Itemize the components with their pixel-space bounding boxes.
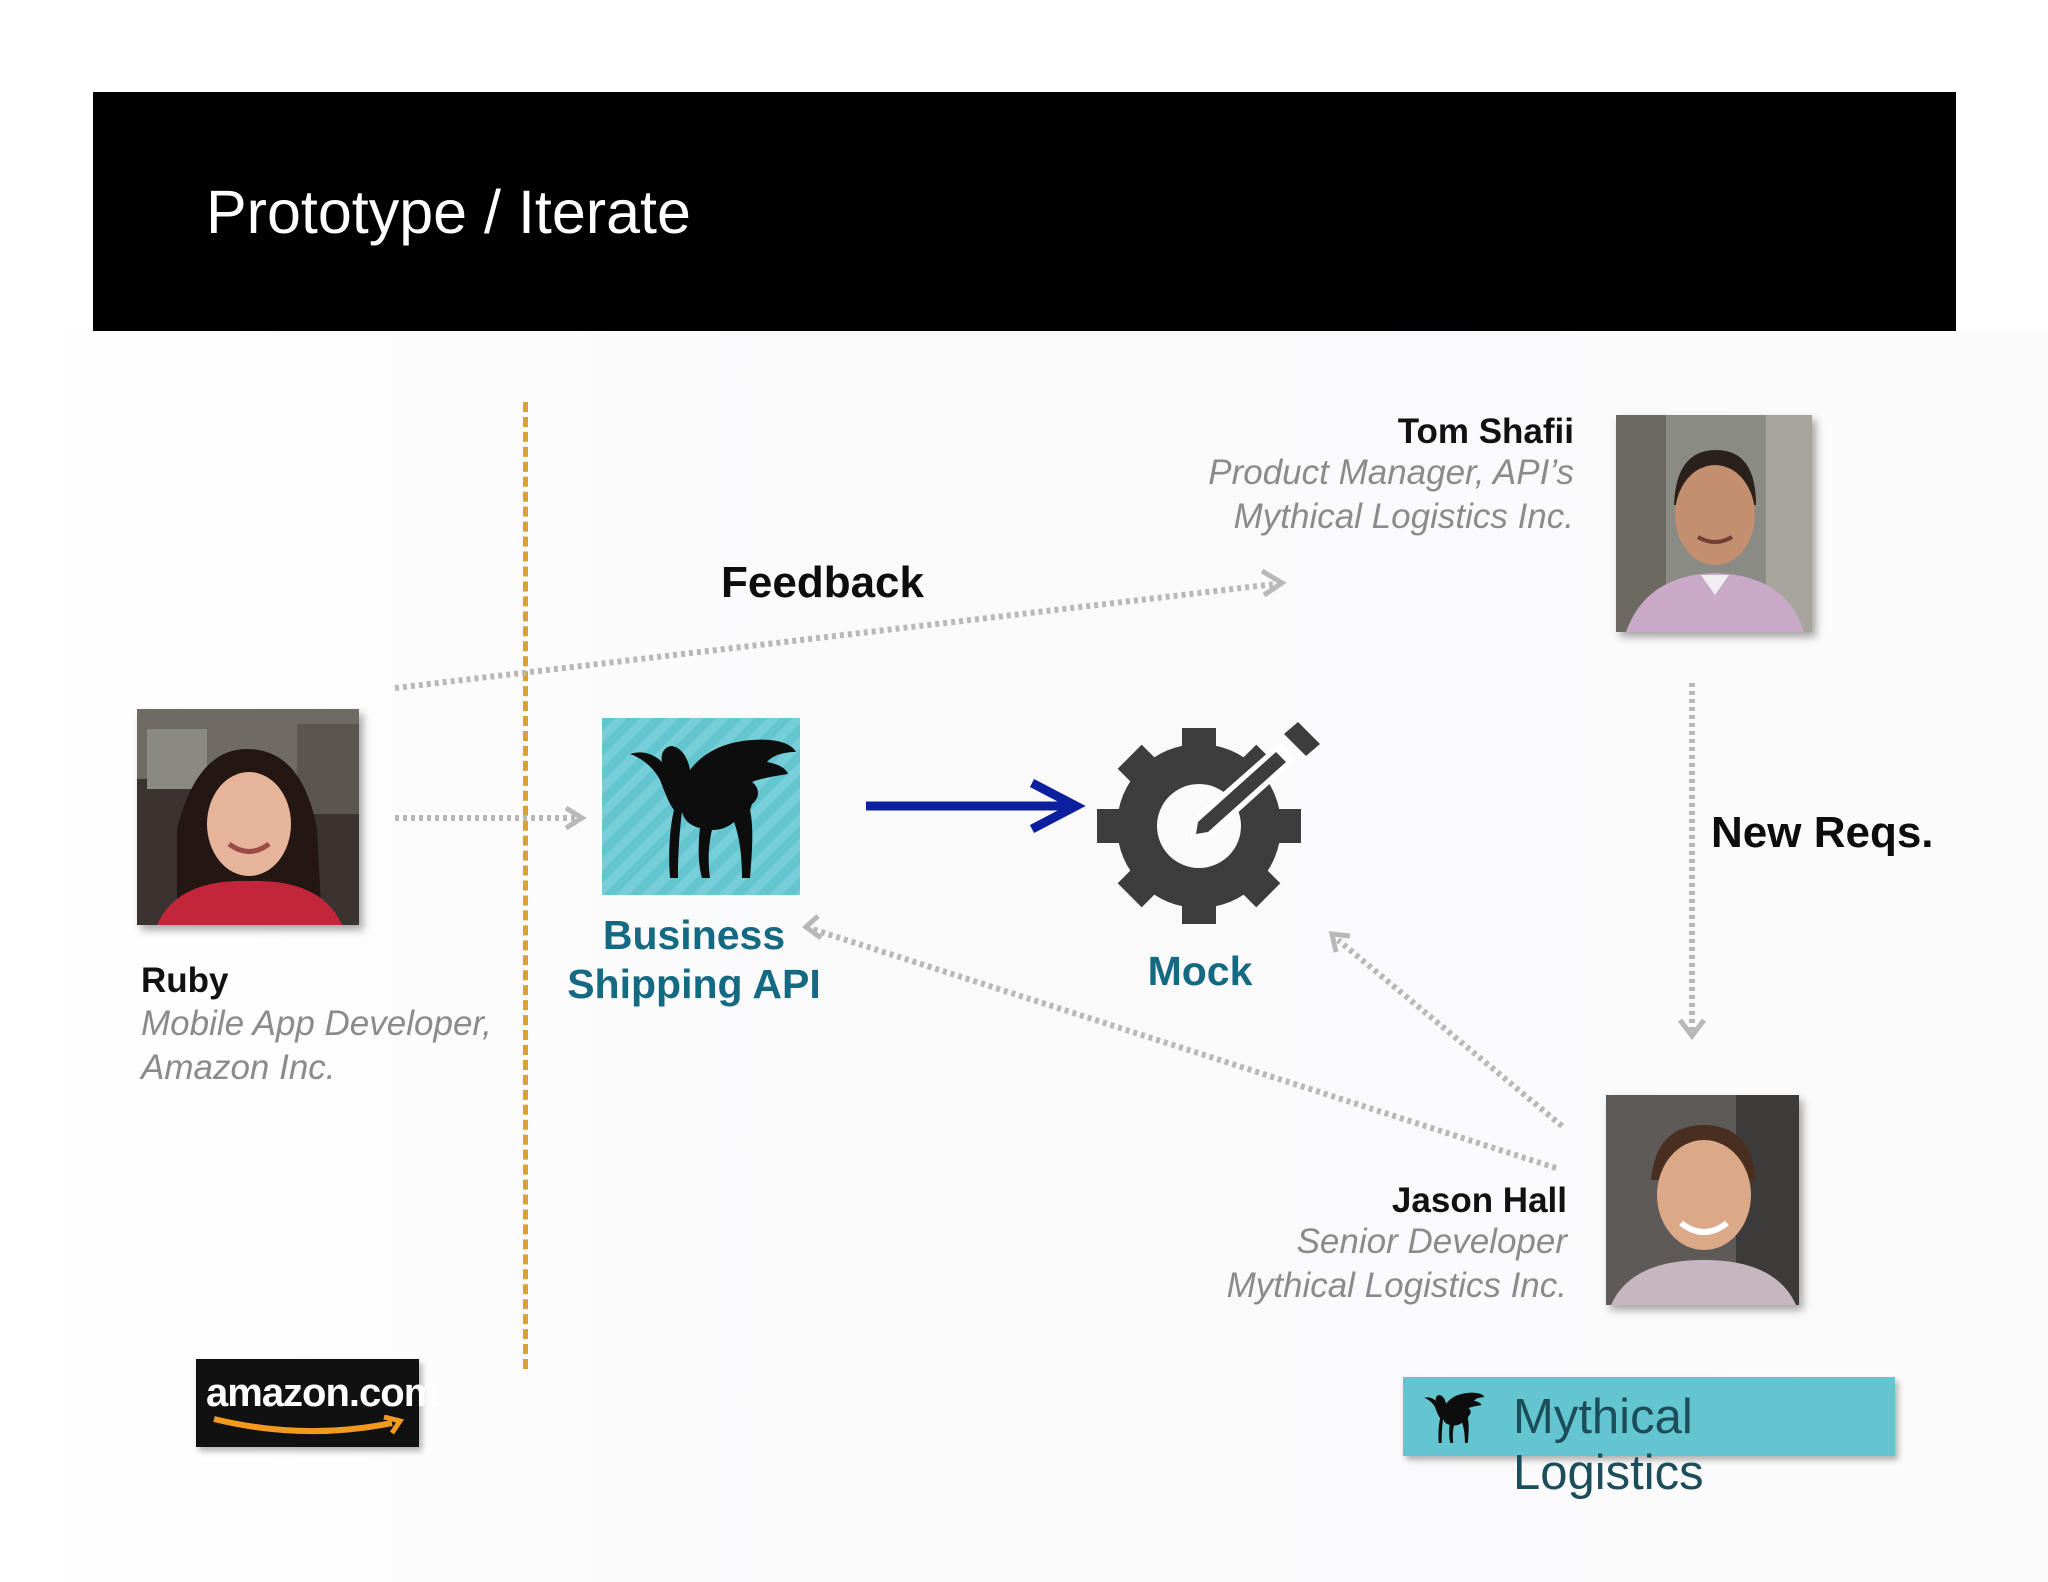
jason-to-api-arrowhead	[802, 914, 823, 941]
jason-avatar	[1606, 1095, 1799, 1305]
slide-title: Prototype / Iterate	[206, 178, 691, 246]
tom-name: Tom Shafii	[1397, 412, 1574, 451]
ruby-name: Ruby	[141, 961, 229, 1000]
new-reqs-label: New Reqs.	[1711, 808, 1934, 857]
feedback-label: Feedback	[721, 558, 924, 607]
mock-label: Mock	[1147, 948, 1253, 994]
pegasus-icon	[630, 739, 796, 878]
mythical-logistics-wordmark: Mythical Logistics	[1513, 1390, 1704, 1500]
tom-role: Product Manager, API’s	[1208, 453, 1574, 492]
new-reqs-arrowhead	[1678, 1018, 1706, 1041]
tom-company: Mythical Logistics Inc.	[1233, 497, 1574, 536]
boundary-divider	[523, 402, 528, 1369]
api-label-line1: Business	[602, 912, 786, 958]
pegasus-logo-icon	[1424, 1392, 1485, 1443]
jason-company: Mythical Logistics Inc.	[1226, 1266, 1567, 1305]
jason-to-mock-arrowhead	[1328, 931, 1351, 953]
api-label-line2: Shipping API	[567, 961, 821, 1007]
api-to-mock-arrowhead	[1029, 779, 1086, 833]
feedback-arrow	[394, 581, 1276, 691]
jason-to-api-arrow	[811, 926, 1557, 1171]
ruby-to-api-arrowhead	[564, 805, 587, 831]
mythical-logistics-logo: Mythical Logistics	[1403, 1377, 1895, 1500]
tom-avatar	[1616, 415, 1812, 632]
amazon-wordmark: amazon.com	[206, 1371, 439, 1415]
feedback-arrowhead	[1260, 568, 1287, 598]
jason-role: Senior Developer	[1296, 1222, 1567, 1261]
business-shipping-api-node	[602, 718, 800, 895]
ruby-avatar	[137, 709, 359, 925]
amazon-smile-icon	[213, 1415, 405, 1435]
gear-pencil-icon	[1097, 722, 1320, 924]
ruby-role: Mobile App Developer,	[141, 1004, 492, 1043]
jason-name: Jason Hall	[1391, 1181, 1567, 1220]
amazon-logo: amazon.com	[196, 1359, 439, 1447]
jason-to-mock-arrow	[1336, 937, 1564, 1129]
ruby-company: Amazon Inc.	[141, 1048, 336, 1087]
title-bar	[93, 92, 1956, 331]
